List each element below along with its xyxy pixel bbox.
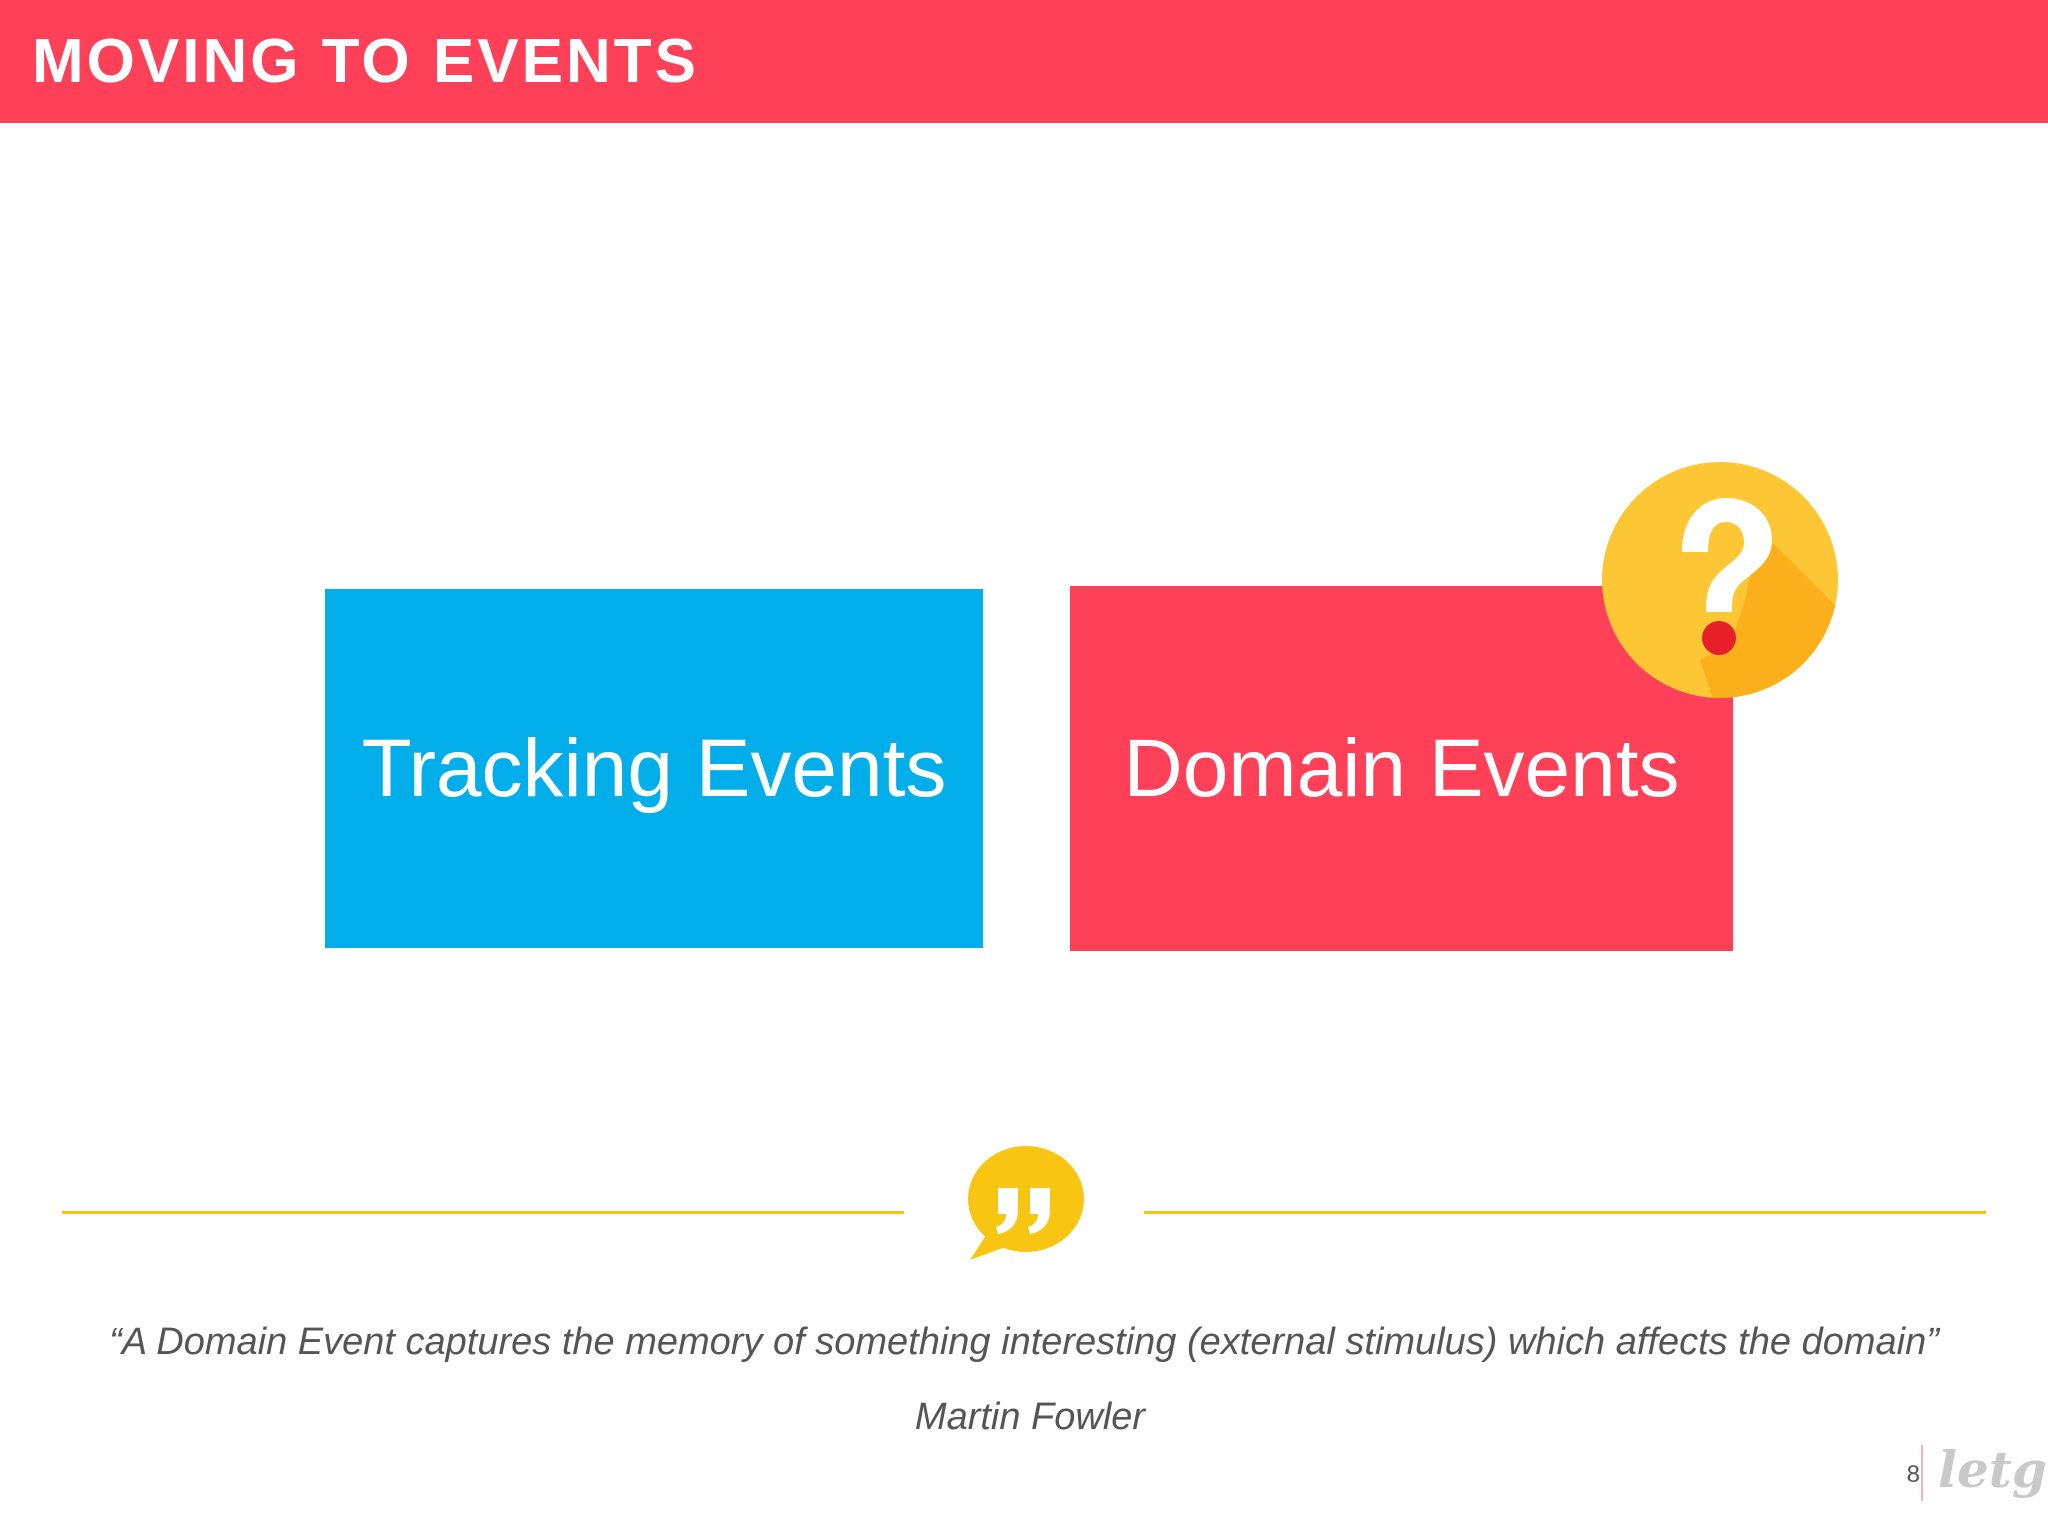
- tracking-events-card: Tracking Events: [325, 589, 983, 948]
- domain-events-card: Domain Events: [1070, 586, 1733, 951]
- domain-events-label: Domain Events: [1123, 722, 1680, 814]
- quote-text: “A Domain Event captures the memory of s…: [109, 1321, 1939, 1363]
- slide-header: MOVING TO EVENTS: [0, 0, 2048, 123]
- quote-bubble-icon: [968, 1146, 1084, 1260]
- quote-divider-left: [62, 1211, 904, 1214]
- question-mark-icon: [1602, 462, 1838, 698]
- quote-author: Martin Fowler: [914, 1396, 1146, 1438]
- quote-divider-right: [1144, 1211, 1986, 1214]
- footer-divider: [1921, 1445, 1923, 1501]
- slide-title: MOVING TO EVENTS: [32, 27, 699, 96]
- page-number: 8: [1906, 1461, 1920, 1488]
- tracking-events-label: Tracking Events: [361, 722, 947, 814]
- brand-logo: letgo: [1938, 1440, 2048, 1499]
